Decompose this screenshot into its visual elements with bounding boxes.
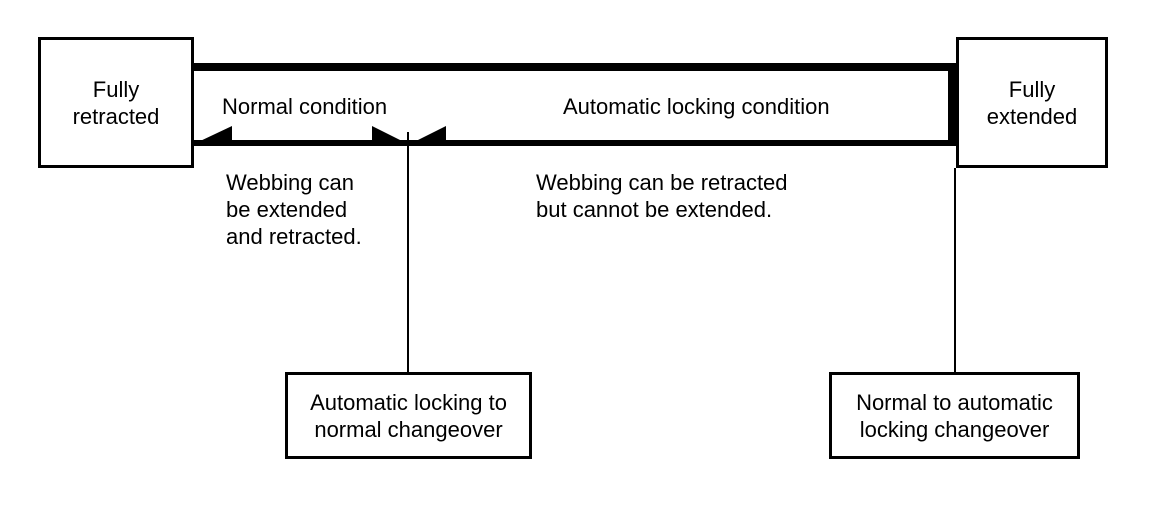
webbing-extend-retract-note: Webbing can be extended and retracted.: [226, 170, 362, 249]
webbing-retract-only-note: Webbing can be retracted but cannot be e…: [536, 170, 788, 222]
normal-to-auto-changeover-box: Normal to automatic locking changeover: [829, 372, 1080, 459]
fully-retracted-label: Fully retracted: [72, 76, 160, 129]
normal-arrow-right-head: [372, 126, 406, 143]
auto-to-normal-changeover-label: Automatic locking to normal changeover: [310, 389, 507, 442]
auto-locking-condition-label: Automatic locking condition: [563, 94, 830, 119]
normal-arrow-left-head: [196, 126, 232, 143]
normal-to-auto-changeover-label: Normal to automatic locking changeover: [856, 389, 1053, 442]
auto-locking-arrow-head: [412, 126, 446, 143]
fully-extended-label: Fully extended: [986, 76, 1078, 129]
fully-retracted-box: Fully retracted: [38, 37, 194, 168]
normal-condition-label: Normal condition: [222, 94, 388, 119]
fully-extended-box: Fully extended: [956, 37, 1108, 168]
auto-to-normal-changeover-box: Automatic locking to normal changeover: [285, 372, 532, 459]
